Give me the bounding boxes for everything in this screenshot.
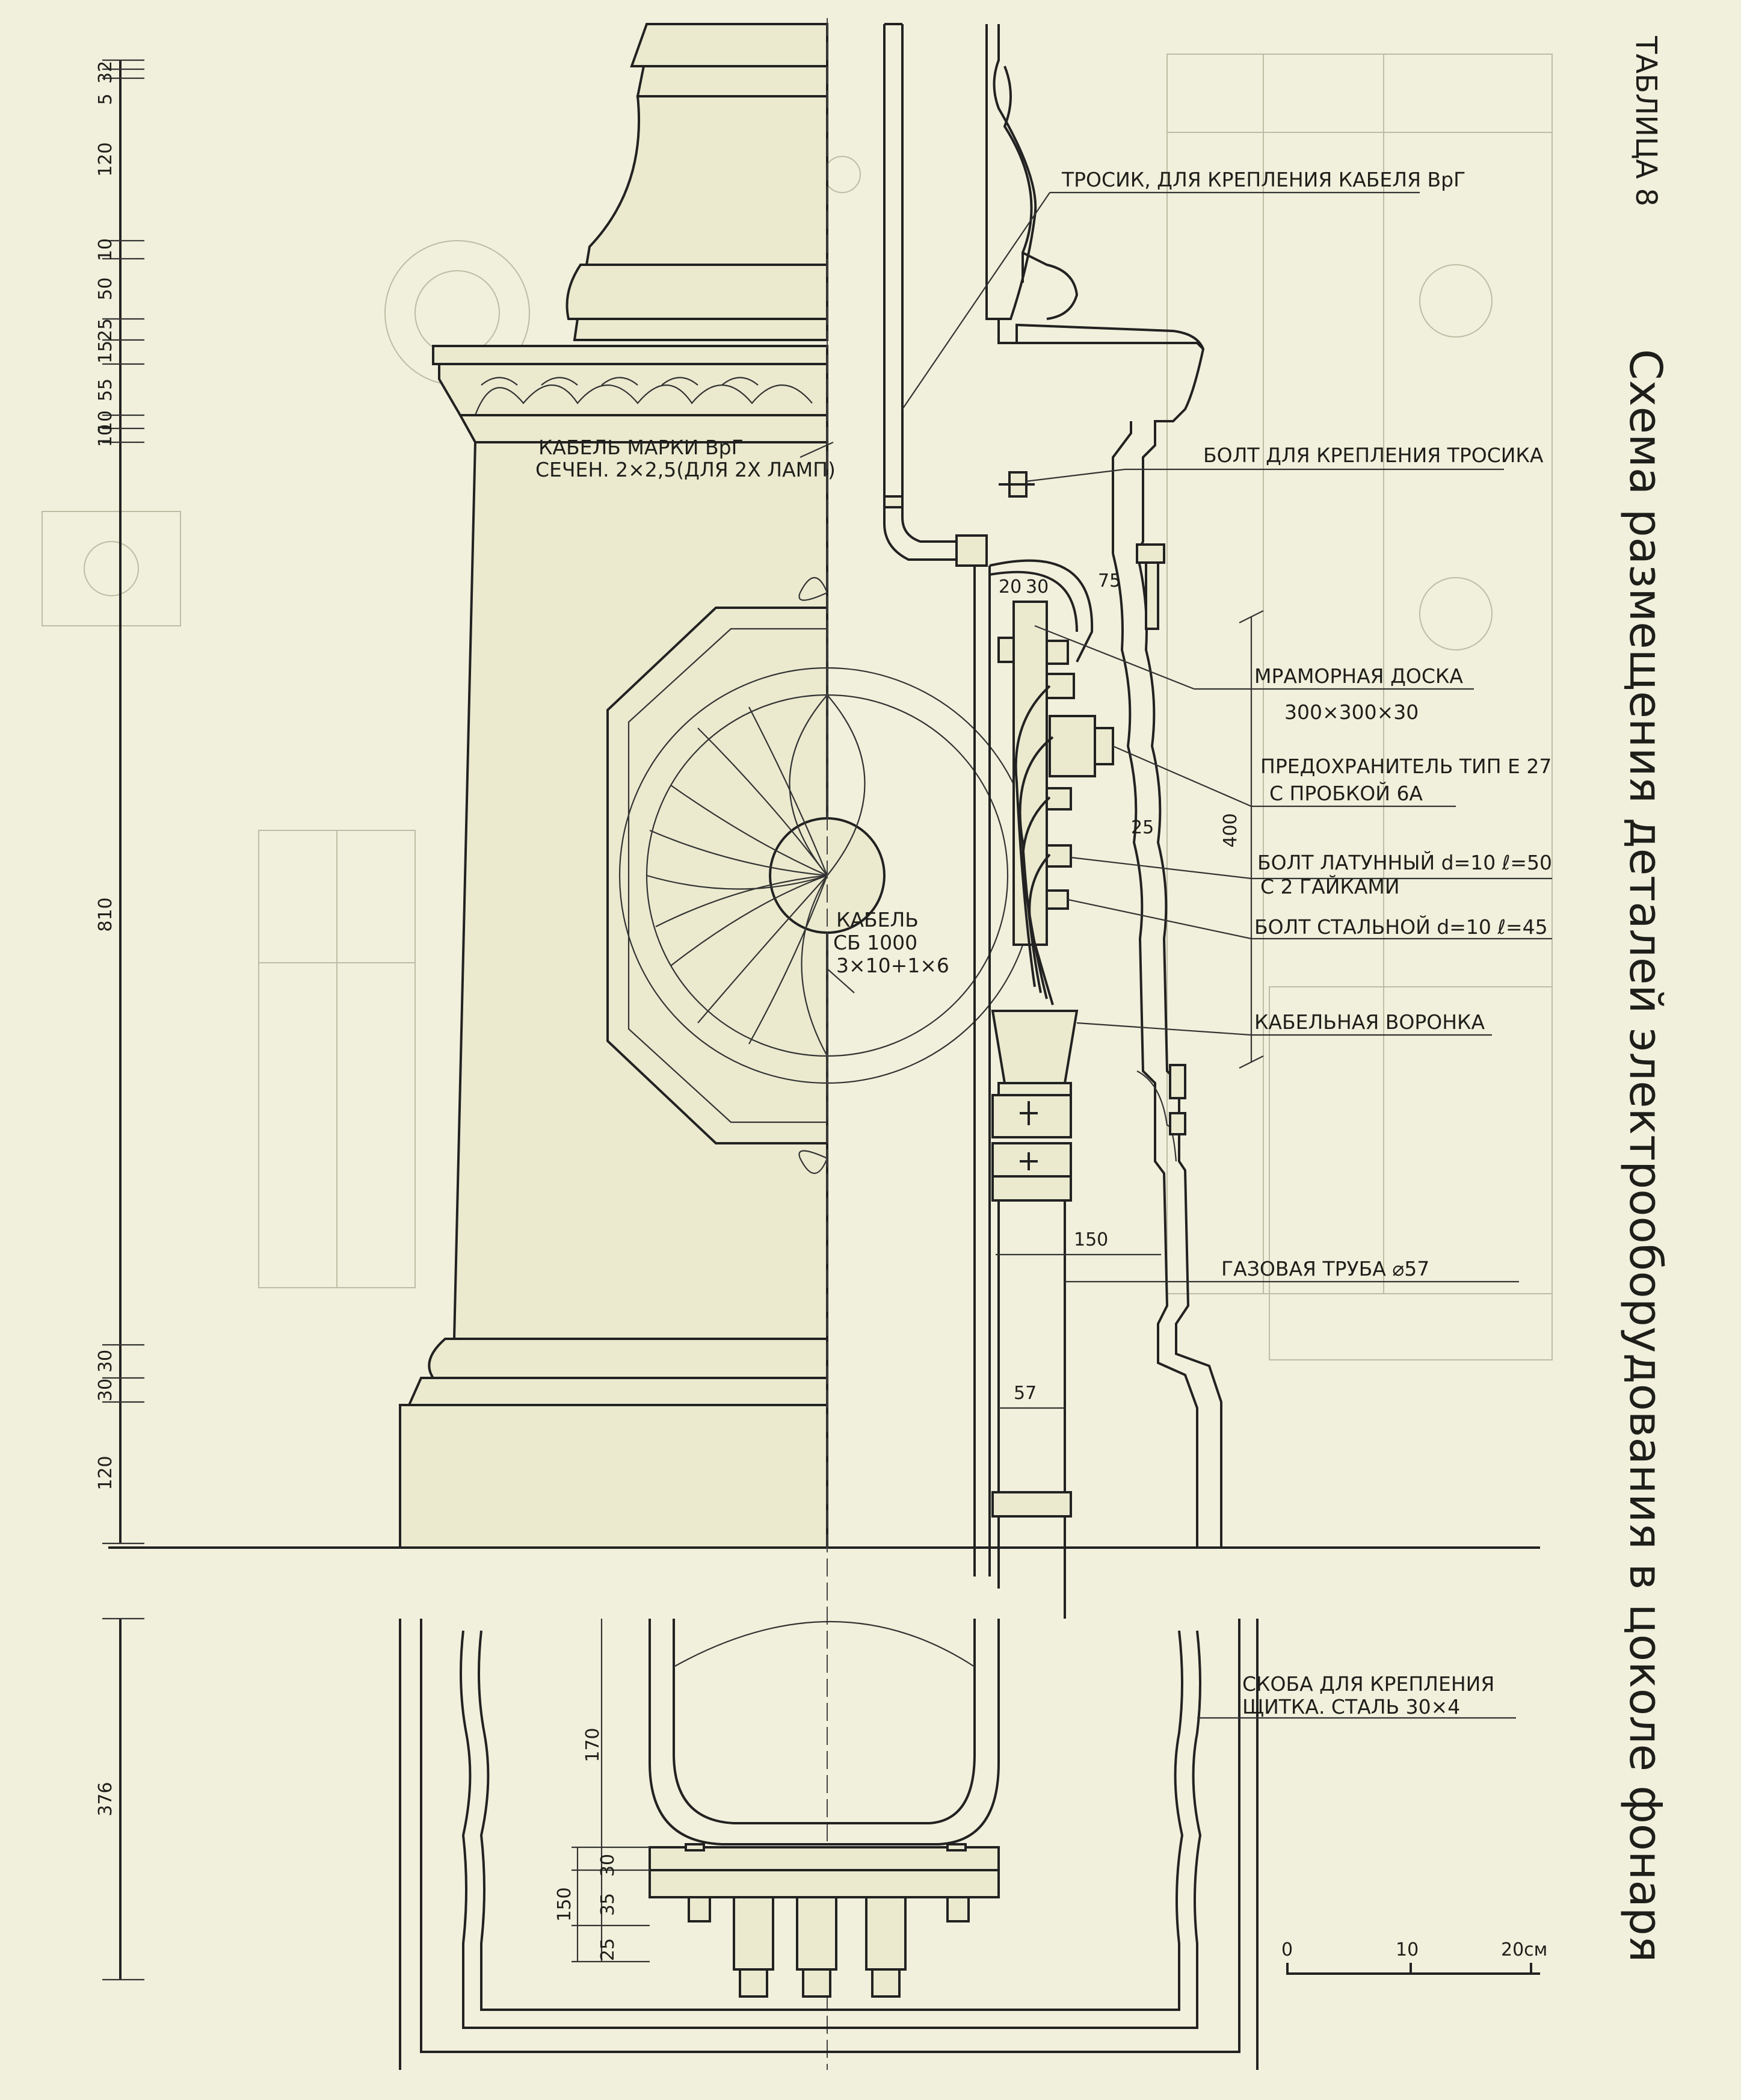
bleed-through-layer [42,54,1553,1360]
dim-10-b: 10 [95,410,116,433]
scale-label-0: 0 [1281,1939,1293,1960]
callout-brass-bolt-line2: С 2 ГАЙКАМИ [1260,874,1400,898]
lamp-base-section [399,23,1259,2070]
callout-kabel-sb-line3: 3×10+1×6 [836,954,949,977]
dim-57: 57 [1014,1383,1037,1404]
callout-kabel-vrg-line2: СЕЧЕН. 2×2,5(ДЛЯ 2Х ЛАМП) [535,458,836,481]
callout-cable-funnel: КАБЕЛЬНАЯ ВОРОНКА [1254,1010,1485,1034]
inner-dimensions: 20 30 75 400 25 150 57 170 30 150 35 25 [554,570,1264,1963]
dim-10: 10 [95,238,116,261]
callout-fuse-line2: С ПРОБКОЙ 6А [1269,781,1423,805]
callout-fuse-line1: ПРЕДОХРАНИТЕЛЬ ТИП Е 27 [1260,755,1551,778]
scale-bar: 0 10 20см [1281,1939,1547,1975]
callout-brass-bolt-line1: БОЛТ ЛАТУННЫЙ d=10 ℓ=50 [1257,850,1552,874]
dim-376: 376 [95,1782,116,1816]
lamp-base-exterior [399,23,1036,1549]
dim-32: 32 [95,61,116,84]
dim-50: 50 [95,277,116,300]
dim-15: 15 [95,341,116,363]
dim-150-box: 150 [554,1887,575,1921]
table-label: ТАБЛИЦА 8 [1629,36,1663,206]
dim-30: 30 [1026,576,1049,598]
dim-25-box: 25 [597,1938,618,1961]
callout-marble-line2: 300×300×30 [1284,700,1419,724]
callout-kabel-vrg-line1: КАБЕЛЬ МАРКИ ВрГ [538,436,744,459]
callout-bracket-line1: СКОБА ДЛЯ КРЕПЛЕНИЯ [1242,1672,1494,1696]
callout-kabel-sb-line2: СБ 1000 [833,931,917,954]
scale-label-20: 20см [1501,1939,1547,1960]
callout-gas-pipe: ГАЗОВАЯ ТРУБА ⌀57 [1221,1257,1429,1280]
scale-label-10: 10 [1396,1939,1419,1960]
dim-75: 75 [1098,570,1121,591]
callout-steel-bolt: БОЛТ СТАЛЬНОЙ d=10 ℓ=45 [1254,915,1548,939]
callout-bracket-line2: ЩИТКА. СТАЛЬ 30×4 [1242,1695,1460,1719]
left-dimension-chain: 32 5 120 10 50 25 15 55 10 10 810 30 30 … [95,59,144,1981]
dim-20: 20 [999,576,1021,598]
dim-120-bottom: 120 [95,1456,116,1490]
dim-120-top: 120 [95,142,116,176]
callout-bolt-trosika: БОЛТ ДЛЯ КРЕПЛЕНИЯ ТРОСИКА [1203,443,1544,467]
callout-marble-line1: МРАМОРНАЯ ДОСКА [1254,664,1463,688]
dim-5: 5 [95,93,116,105]
callout-kabel-sb-line1: КАБЕЛЬ [836,908,919,931]
callout-leaders [800,191,1552,1719]
dim-400: 400 [1220,813,1241,847]
dim-810: 810 [95,897,116,931]
dim-35: 35 [597,1893,618,1916]
dim-30-a: 30 [95,1350,116,1373]
dim-10-c: 10 [95,424,116,447]
dim-30-b: 30 [95,1379,116,1401]
dim-170: 170 [582,1728,603,1762]
dim-55: 55 [95,378,116,401]
page-title: Схема размещения деталей электрооборудов… [1619,349,1671,1962]
dim-25-inner: 25 [1131,817,1154,838]
dim-150-pipe: 150 [1074,1229,1108,1250]
callout-trosik: ТРОСИК, ДЛЯ КРЕПЛЕНИЯ КАБЕЛЯ ВрГ [1061,168,1465,191]
dim-30-box: 30 [597,1854,618,1877]
dim-25: 25 [95,318,116,341]
